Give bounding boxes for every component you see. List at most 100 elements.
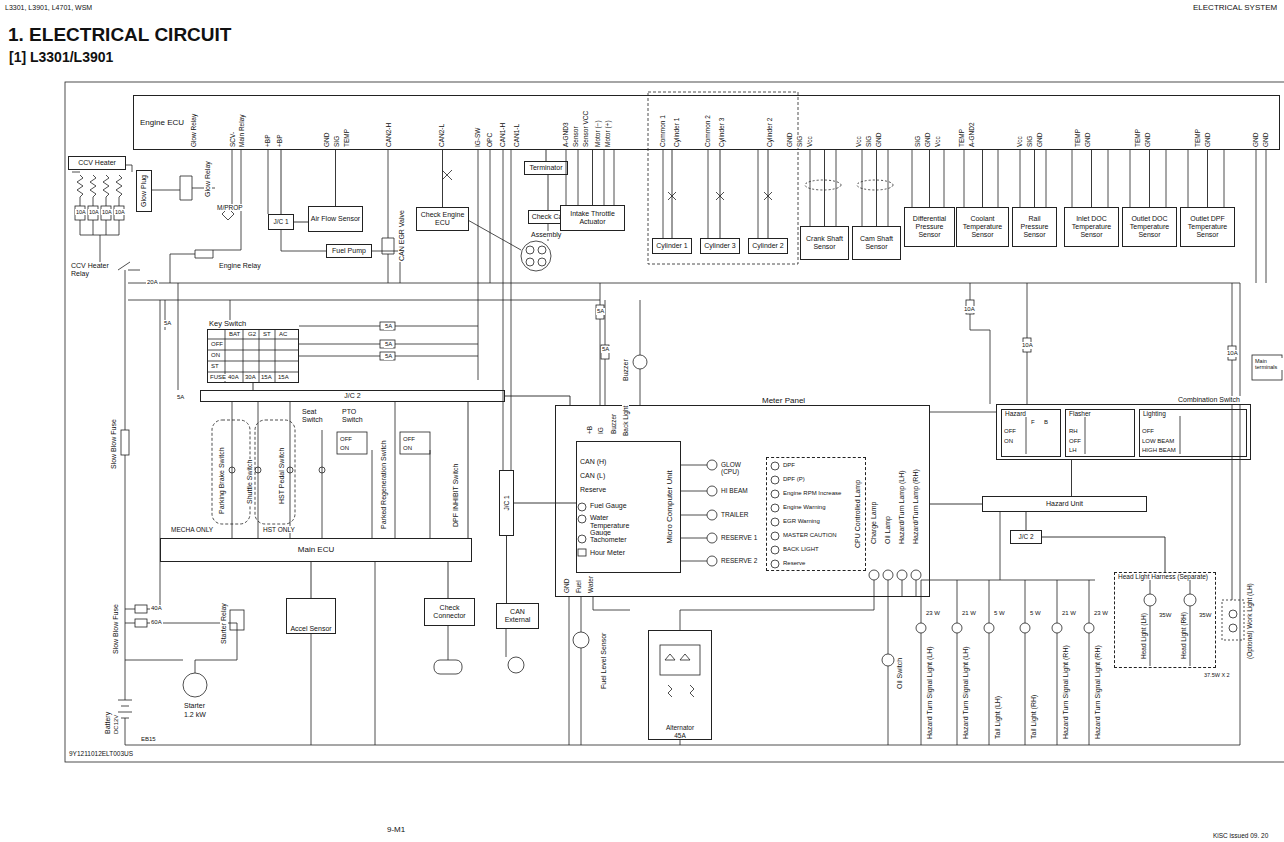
part-label: OFF <box>402 436 416 443</box>
component-box: Fuel Pump <box>326 244 372 258</box>
wiring-circle <box>897 570 907 580</box>
wiring-rect <box>380 340 395 348</box>
pin-label: Head Light (LH) <box>1140 612 1147 660</box>
wiring-path <box>1240 150 1266 745</box>
wiring-circle <box>521 241 551 271</box>
component-box: Crank Shaft Sensor <box>800 226 849 260</box>
part-label: L3301, L3901, L4701, WSM <box>4 4 93 12</box>
wire-connector <box>1026 512 1027 530</box>
component-label: CCV Heater <box>77 159 117 167</box>
component-label: Fuel Pump <box>331 247 367 255</box>
wire-connector <box>442 150 443 207</box>
pin-label: DPF INHIBIT Switch <box>452 463 460 528</box>
wire-line <box>1149 150 1150 207</box>
component-box: Glow Plug <box>136 170 152 212</box>
pin-label: OPC <box>486 132 493 148</box>
wiring-circle <box>707 510 717 520</box>
wiring-circle <box>578 515 586 523</box>
pin-label: +BP <box>264 134 271 148</box>
part-label: 10A <box>1021 342 1034 349</box>
wiring-path <box>77 175 122 197</box>
part-label: LOW BEAM <box>1141 438 1175 445</box>
pin-label: IG <box>597 426 604 435</box>
part-label: 9Y1211012ELT003US <box>68 750 134 757</box>
wiring-circle <box>526 258 534 266</box>
component-label: Differential Pressure Sensor <box>905 215 954 239</box>
pin-label: Parking Brake Switch <box>218 446 226 515</box>
wiring-circle <box>707 486 717 496</box>
component-box: Accel Sensor <box>286 598 336 634</box>
wiring-circle <box>229 467 235 473</box>
pin-label: TEMP <box>958 128 965 148</box>
part-label: ON <box>210 352 221 359</box>
component-label: Glow Plug <box>140 174 148 208</box>
component-label: CAN External <box>497 608 538 624</box>
part-label: 23 W <box>1093 610 1109 617</box>
component-box: J/C 1 <box>268 214 294 230</box>
wiring-rect <box>434 660 462 674</box>
pin-label: Vcc <box>806 135 813 148</box>
part-label: GLOW (CPU) <box>720 461 754 475</box>
part-label: 5A <box>601 346 610 353</box>
wiring-rect <box>648 92 798 264</box>
pin-label: Motor (+) <box>604 119 611 148</box>
wire-line <box>281 150 282 214</box>
component-label: Key Switch <box>208 320 247 329</box>
wire-line <box>506 536 507 603</box>
wiring-circle <box>183 673 207 697</box>
wire-connector <box>720 150 721 238</box>
pin-label: Hazard Turn Signal Light (LH) <box>962 645 970 740</box>
wiring-rect <box>400 432 430 454</box>
wire-line <box>335 150 336 206</box>
pin-label: Charge Lamp <box>870 501 878 545</box>
pin-label: Glow Relay <box>190 113 197 148</box>
wiring-circle <box>1229 624 1237 632</box>
wiring-circle <box>916 623 926 633</box>
part-label: CAN (H) <box>579 458 607 466</box>
pin-label: Hazard Turn Signal Light (LH) <box>926 645 934 740</box>
component-box: Outlet DPF Temperature Sensor <box>1180 207 1235 247</box>
pin-label: (Optional) Work Light (LH) <box>1246 582 1253 660</box>
pin-label: +BP <box>276 134 283 148</box>
pin-label: SIG <box>1026 135 1033 148</box>
component-box: Head Light Harness (Separate) <box>1114 572 1216 668</box>
pin-label: Common 2 <box>704 114 711 148</box>
wiring-circle <box>771 532 779 540</box>
part-label: 5A <box>176 394 185 401</box>
wiring-path <box>921 633 1089 745</box>
wire-connector <box>1149 150 1150 207</box>
wiring-circle <box>771 476 779 484</box>
part-label: TRAILER <box>720 511 749 518</box>
wiring-circle <box>578 535 586 543</box>
pin-label: A-GND2 <box>968 121 975 148</box>
component-label: Combination Switch <box>1177 396 1241 404</box>
part-label: 5 W <box>993 610 1006 617</box>
wire-line <box>720 150 721 238</box>
part-label: 20A <box>146 279 159 286</box>
part-label: 10A <box>963 306 976 313</box>
wire-connector <box>311 562 312 598</box>
wiring-circle <box>1144 594 1156 606</box>
wire-line <box>592 150 593 205</box>
wiring-circle <box>255 467 261 473</box>
part-label: Water Temperature Gauge <box>589 514 649 537</box>
wiring-circle <box>771 504 779 512</box>
wiring-path <box>311 562 506 745</box>
wiring-path <box>230 300 478 356</box>
wiring-path <box>1232 283 1233 600</box>
wiring-path <box>912 150 1224 207</box>
wire-line <box>1026 512 1027 530</box>
pin-label: Vcc <box>855 135 862 148</box>
pin-label: TEMP <box>343 128 350 148</box>
wiring-path <box>566 150 614 205</box>
part-label: MECHA ONLY <box>170 526 214 533</box>
wiring-rect <box>380 322 395 330</box>
component-label: J/C 2 <box>343 392 361 400</box>
wiring-rect <box>230 610 244 630</box>
pin-label: Tail Light (LH) <box>994 695 1002 740</box>
pin-label: CAN EGR Valve <box>398 209 406 262</box>
part-label: BACK LIGHT <box>782 546 820 553</box>
pin-label: Cylinder 1 <box>673 117 680 148</box>
wiring-circle <box>882 654 894 666</box>
part-label: OFF <box>339 436 353 443</box>
